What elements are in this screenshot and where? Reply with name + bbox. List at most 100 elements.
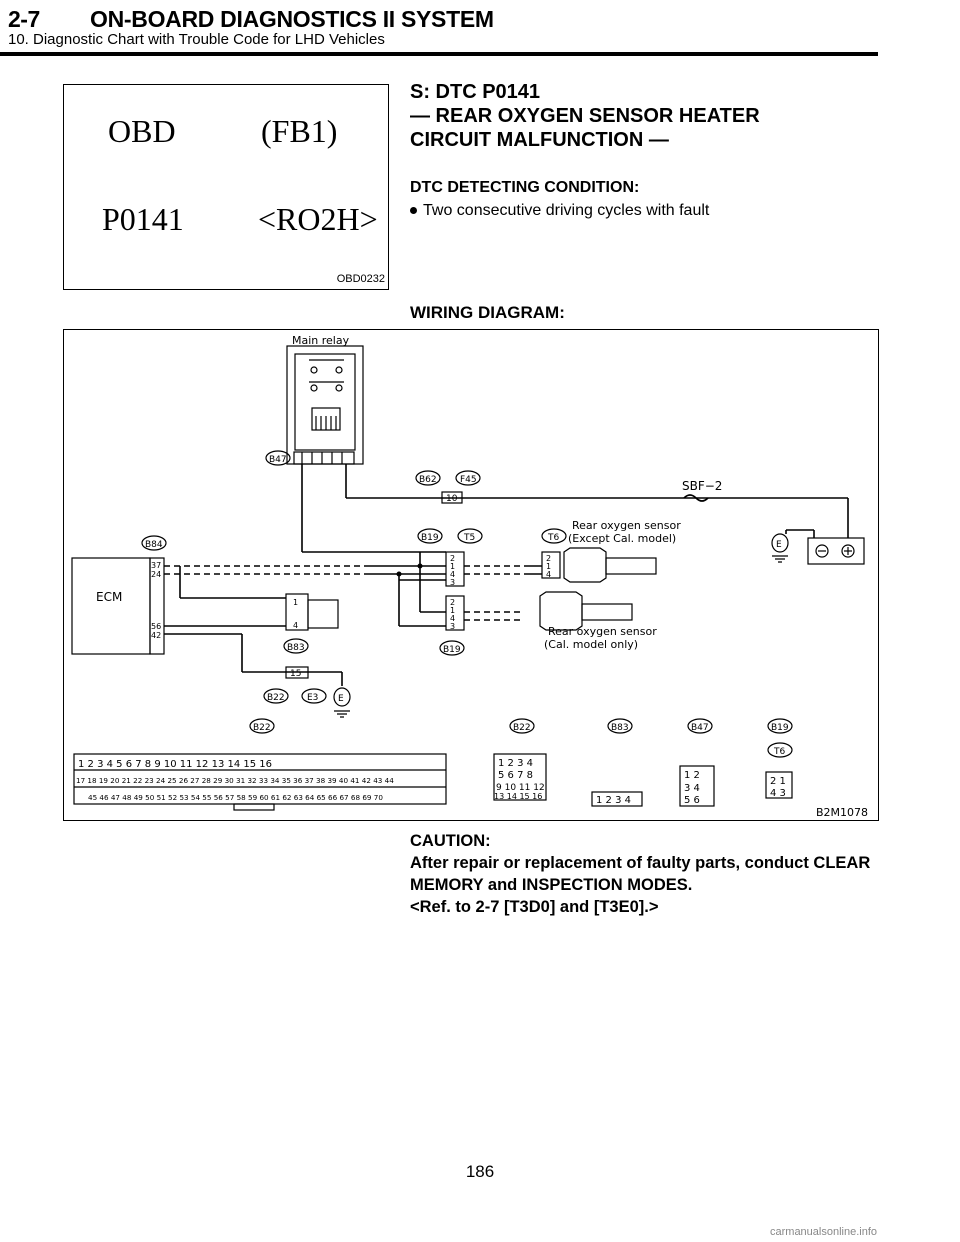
battery-positive-icon [841,544,855,558]
main-relay-label: Main relay [292,334,350,347]
e3-label: E3 [307,693,318,703]
svg-text:1: 1 [293,598,298,607]
main-relay-box [286,345,364,465]
watermark: carmanualsonline.info [770,1226,878,1238]
pin-15-label: 15 [290,669,301,679]
obd-label: OBD [108,113,176,149]
svg-text:24: 24 [151,570,161,579]
bullet-icon [410,207,417,215]
battery [807,537,865,565]
connector-title-b83: B83 [611,723,629,733]
pin-10-label: 10 [446,494,458,504]
svg-text:3: 3 [450,578,455,587]
section-number: 2-7 [8,6,40,32]
caution-block: CAUTION: After repair or replacement of … [410,830,880,918]
page-subtitle: 10. Diagnostic Chart with Trouble Code f… [8,31,385,48]
obd-dtc-abbrev: <RO2H> [258,201,378,237]
connector-b22-small-pinout: 1 2 3 4 5 6 7 8 9 10 11 12 13 14 15 16 [493,753,547,801]
connector-title-b19: B19 [771,723,789,733]
page-number: 186 [465,1162,495,1181]
ecm-label: ECM [96,590,122,604]
connector-t6-pinout: 2 1 4 3 [765,771,793,799]
ground-e3-icon: E [338,694,344,704]
svg-text:4: 4 [546,570,551,579]
svg-text:2: 2 [546,554,551,563]
header-rule [0,52,878,56]
svg-text:4 3: 4 3 [770,788,786,799]
svg-text:2 1: 2 1 [770,776,786,787]
b83-label: B83 [287,643,305,653]
connector-title-t6: T6 [773,747,785,757]
svg-text:2: 2 [450,554,455,563]
svg-text:3 4: 3 4 [684,783,700,794]
b22-label: B22 [267,693,285,703]
f45-label: F45 [460,475,477,485]
t5-label: T5 [463,533,475,543]
connector-title-b47: B47 [691,723,709,733]
caution-text: After repair or replacement of faulty pa… [410,854,871,894]
condition-text: Two consecutive driving cycles with faul… [423,202,710,219]
sbf-label: SBF−2 [682,479,722,493]
b62-label: B62 [419,475,437,485]
svg-text:9 10 11 12: 9 10 11 12 [496,783,545,793]
svg-text:42: 42 [151,631,161,640]
ground-e-label: E [776,540,782,550]
section-title-line: S: DTC P0141 [410,81,541,103]
connector-b47-pinout: 1 2 3 4 5 6 [679,765,715,807]
figure-code: OBD0232 [336,273,385,285]
connector-title-b22-small: B22 [513,723,531,733]
page-title: ON-BOARD DIAGNOSTICS II SYSTEM [90,6,494,32]
battery-negative-icon [815,544,829,558]
cal-only-label: (Cal. model only) [544,638,638,651]
svg-text:5 6 7 8: 5 6 7 8 [498,770,533,781]
obd-dtc-code: P0141 [102,201,184,237]
obd-mode: (FB1) [261,113,338,149]
figure-code: B2M1078 [816,806,868,819]
b19-lower-label: B19 [443,645,461,655]
svg-text:1 2: 1 2 [684,770,700,781]
obd-display-figure: OBD (FB1) P0141 <RO2H> OBD0232 [63,84,389,290]
section-title: S: DTC P0141 — REAR OXYGEN SENSOR HEATER… [410,80,760,152]
caution-reference[interactable]: <Ref. to 2-7 [T3D0] and [T3E0].> [410,898,659,916]
ground-e-icon [771,533,789,553]
svg-text:4: 4 [450,570,455,579]
condition-item: Two consecutive driving cycles with faul… [410,202,709,220]
section-title-line: CIRCUIT MALFUNCTION — [410,129,669,151]
wiring-diagram: Main relay B47 B62 F45 10 SBF−2 [63,329,879,821]
connector-title-b22: B22 [253,723,271,733]
t6-label: T6 [547,533,559,543]
caution-heading: CAUTION: [410,832,491,850]
svg-text:37: 37 [151,561,161,570]
condition-heading: DTC DETECTING CONDITION: [410,179,640,196]
svg-text:2: 2 [450,598,455,607]
svg-text:3: 3 [450,622,455,631]
section-title-line: — REAR OXYGEN SENSOR HEATER [410,105,760,127]
rear-sensor-except-icon [563,547,607,583]
svg-text:45 46 47 48 49 50 51 52 53 54: 45 46 47 48 49 50 51 52 53 54 55 56 57 5… [88,793,383,802]
svg-text:5 6: 5 6 [684,795,700,806]
rear-sensor-cal-icon [539,591,583,631]
b47-label: B47 [269,455,287,465]
svg-text:4: 4 [293,621,298,630]
svg-text:56: 56 [151,622,161,631]
svg-text:1 2 3 4 5 6 7 8 9 10: 1 2 3 4 5 6 7 8 9 10 11 12 13 14 15 16 [78,759,272,770]
rear-sensor-except-label: Rear oxygen sensor [572,519,681,532]
connector-b22-pinout: 1 2 3 4 5 6 7 8 9 10 11 12 13 14 15 16 1… [73,753,447,811]
wiring-diagram-svg: Main relay B47 B62 F45 10 SBF−2 [71,334,868,819]
svg-text:1: 1 [450,606,455,615]
connector-b83-pinout: 1 2 3 4 [591,791,643,807]
svg-text:4: 4 [450,614,455,623]
b19-label: B19 [421,533,439,543]
main-relay-inner [294,353,356,451]
b84-label: B84 [145,540,163,550]
svg-text:13 14 15 16: 13 14 15 16 [494,792,542,801]
wiring-heading: WIRING DIAGRAM: [410,303,565,322]
svg-text:1 2 3 4: 1 2 3 4 [596,795,631,806]
svg-text:1: 1 [546,562,551,571]
svg-text:1 2 3 4: 1 2 3 4 [498,758,533,769]
svg-text:17 18 19 20 21 22 23 24 25 26: 17 18 19 20 21 22 23 24 25 26 27 28 29 3… [76,776,394,785]
ecm-box [71,557,151,655]
rear-sensor-cal-label: Rear oxygen sensor [548,625,657,638]
svg-text:1: 1 [450,562,455,571]
except-cal-label: (Except Cal. model) [568,532,676,545]
